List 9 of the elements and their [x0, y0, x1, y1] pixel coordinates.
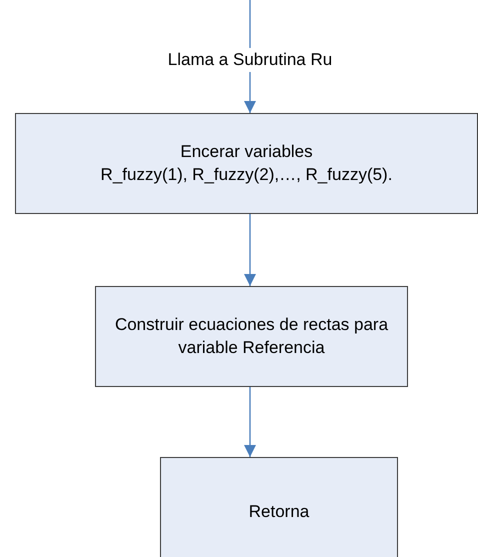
box-text: R_fuzzy(1), R_fuzzy(2),…, R_fuzzy(5). — [100, 164, 392, 186]
process-box — [95, 286, 408, 387]
process-box — [160, 457, 398, 557]
process-box — [15, 113, 478, 214]
box-text: Construir ecuaciones de rectas para variable Referencia — [114, 314, 390, 358]
box-text: Encerar variables — [180, 141, 313, 164]
arrow — [244, 214, 256, 286]
box-text: Retorna — [248, 500, 310, 523]
arrow — [244, 387, 256, 457]
